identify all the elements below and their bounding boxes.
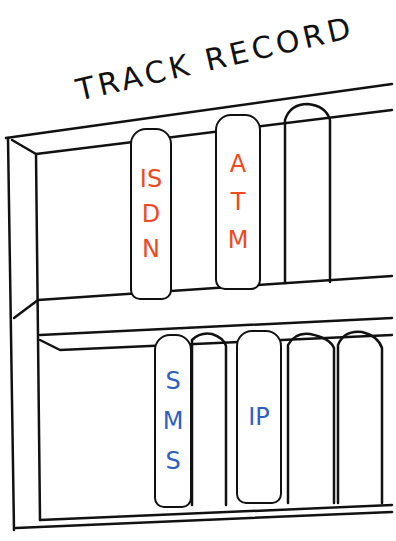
book-spine: SMS	[154, 334, 192, 508]
book-label: ATM	[226, 145, 250, 259]
shelf-bottom-edge	[16, 512, 392, 528]
empty-book	[285, 104, 330, 283]
shelf-outer-side	[8, 138, 14, 530]
book-label: SMS	[161, 361, 185, 481]
shelf-inner-top	[12, 110, 392, 154]
book-spine: IP	[236, 330, 282, 504]
book-label: ISDN	[139, 162, 163, 267]
shelf-top-edge	[6, 84, 392, 138]
book-spine: ISDN	[130, 128, 172, 300]
shelf-inner-side	[36, 154, 40, 520]
shelf-board-side	[14, 300, 38, 318]
empty-book	[192, 334, 226, 505]
diagram-title: TRACK RECORD	[73, 9, 358, 107]
shelf-bottom-inner	[40, 505, 392, 520]
empty-book	[338, 332, 382, 503]
empty-book	[288, 334, 334, 503]
book-spine: ATM	[215, 114, 261, 290]
book-label: IP	[247, 397, 271, 437]
shelf-board-front	[40, 318, 392, 335]
